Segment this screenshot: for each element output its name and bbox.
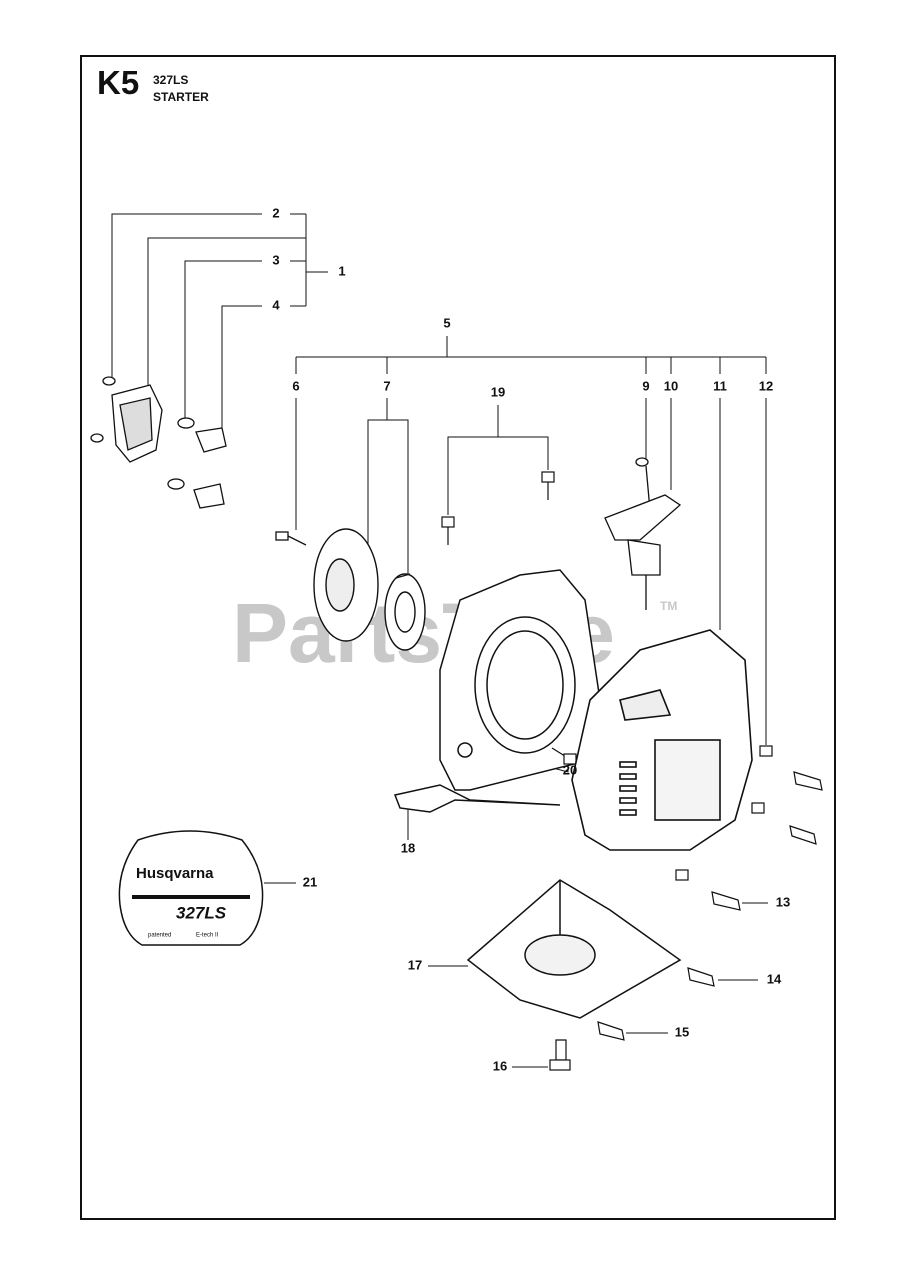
callout-7: 7: [383, 378, 390, 393]
callout-18: 18: [401, 840, 415, 855]
callout-labels: 1 2 3 4 5 6 7 9 10 11 12 13 14 15 16 17 …: [272, 205, 790, 1073]
air-guide-plate: [466, 879, 682, 1019]
page-code: K5: [97, 64, 140, 101]
callout-16: 16: [493, 1058, 507, 1073]
callout-5: 5: [443, 315, 450, 330]
rope-pulley: [313, 528, 426, 651]
housing-bolts: [441, 471, 555, 545]
starter-housing: [393, 569, 601, 813]
decal-right-note: E-tech II: [196, 933, 219, 939]
callout-21: 21: [303, 874, 317, 889]
callout-1: 1: [338, 263, 345, 278]
cover-bolts: [675, 745, 823, 911]
decal-brand: Husqvarna: [136, 865, 214, 882]
callout-14: 14: [767, 971, 782, 986]
model-name: 327LS: [153, 73, 189, 87]
pulley-screw: [275, 531, 307, 546]
fan-cover: [571, 629, 753, 851]
callout-11: 11: [713, 378, 727, 393]
decal-model: 327LS: [176, 903, 227, 922]
callout-13: 13: [776, 894, 790, 909]
watermark-tm: TM: [660, 599, 677, 613]
callout-19: 19: [491, 384, 505, 399]
diagram-frame: [80, 55, 836, 1220]
decal: Husqvarna 327LS patented E-tech II: [118, 830, 264, 946]
callout-4: 4: [272, 297, 280, 312]
callout-3: 3: [272, 252, 279, 267]
callout-2: 2: [272, 205, 279, 220]
callout-20: 20: [563, 762, 577, 777]
callout-10: 10: [664, 378, 678, 393]
callout-17: 17: [408, 957, 422, 972]
callout-9: 9: [642, 378, 649, 393]
decal-left-note: patented: [148, 933, 171, 939]
plate-screws: [549, 967, 715, 1071]
callout-15: 15: [675, 1024, 689, 1039]
section-title: STARTER: [153, 90, 209, 104]
pawl-kit: [90, 376, 227, 509]
callout-12: 12: [759, 378, 773, 393]
callout-6: 6: [292, 378, 299, 393]
starter-handle: [604, 457, 682, 610]
